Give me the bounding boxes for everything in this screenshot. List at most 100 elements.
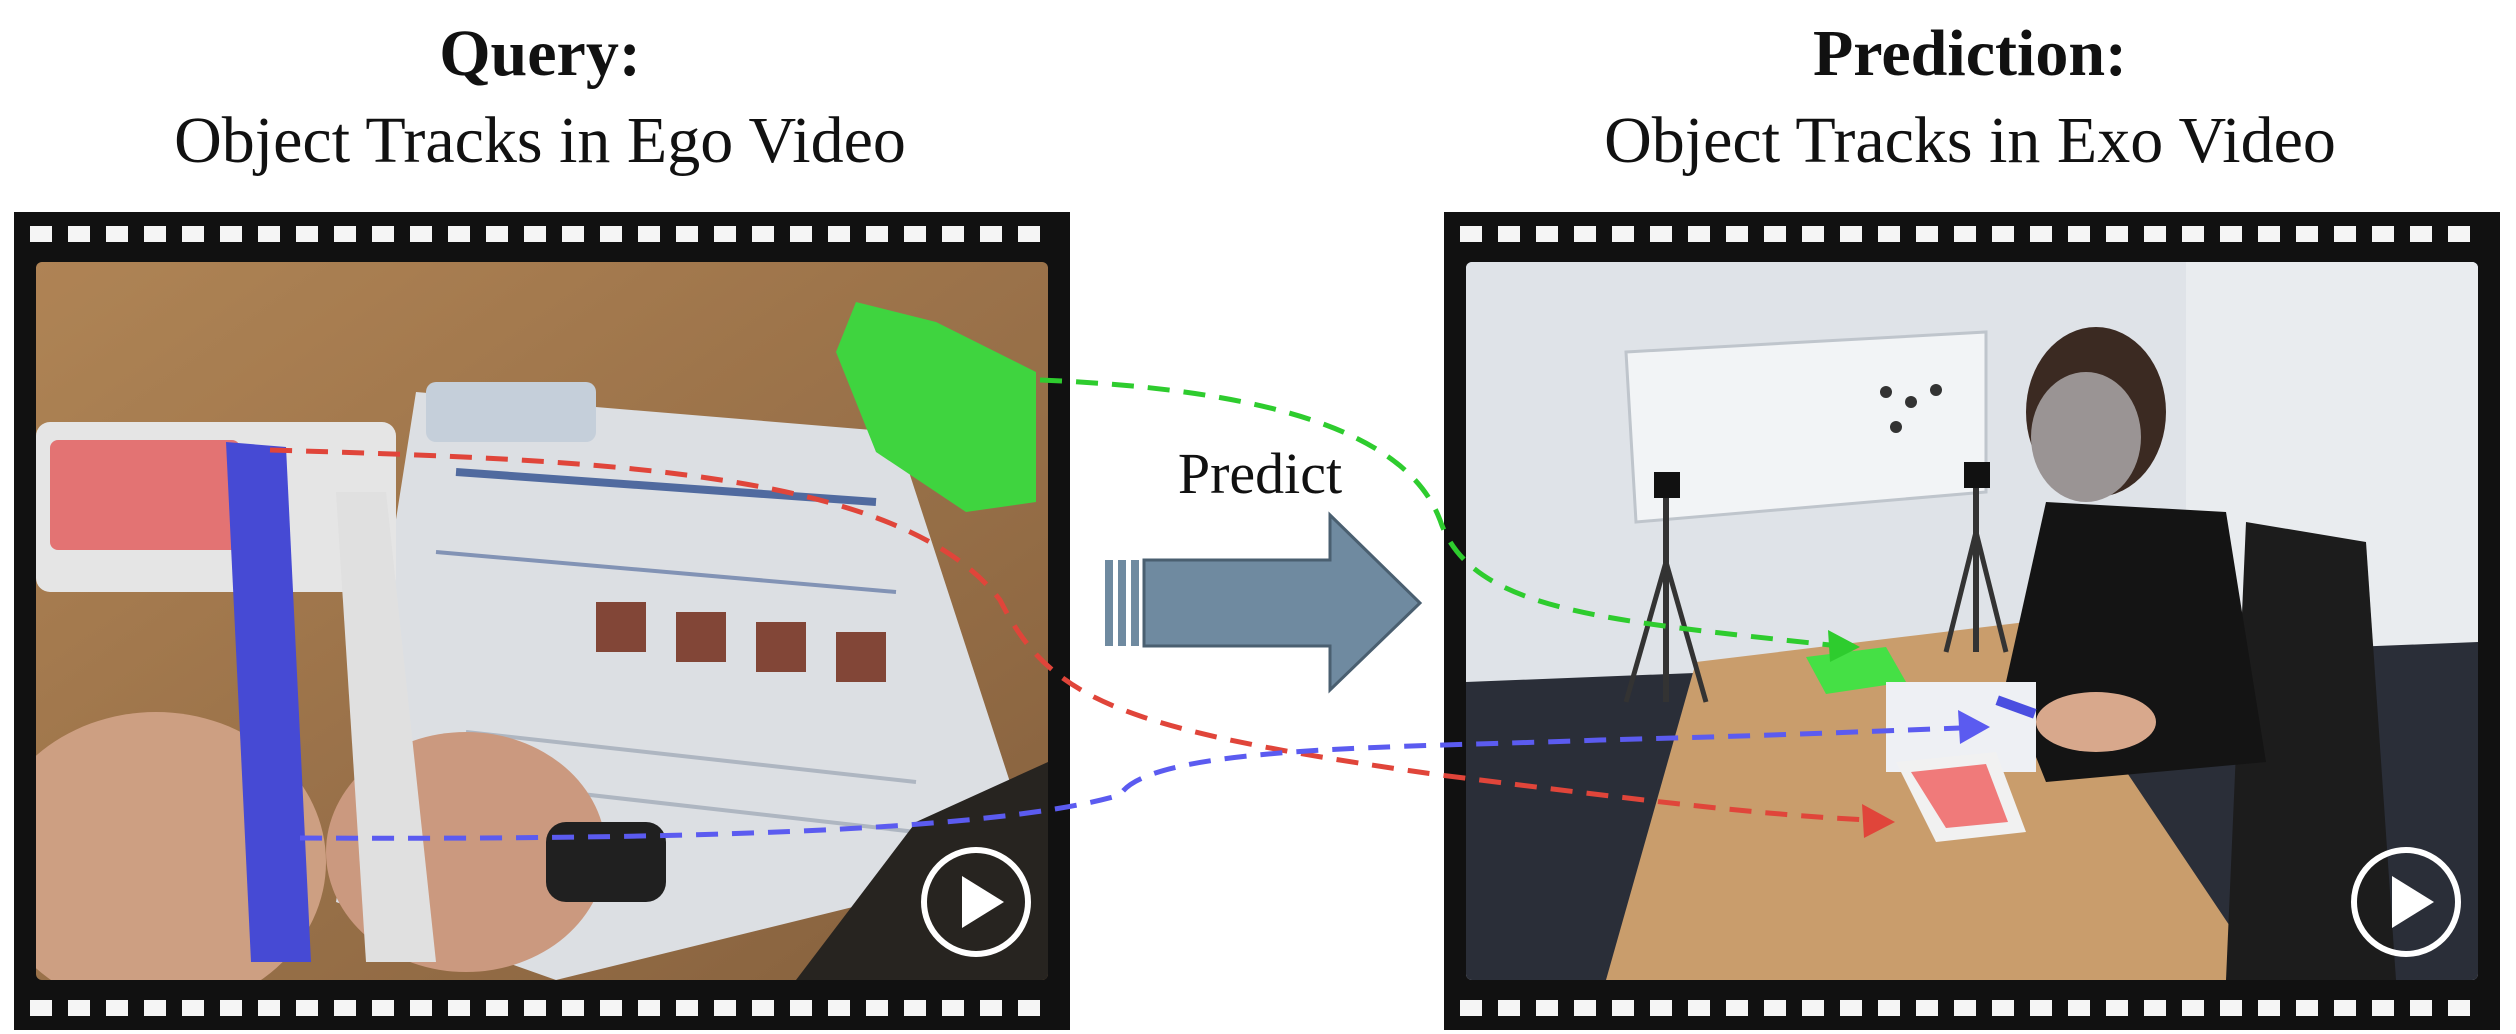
sprocket-hole (2372, 226, 2394, 242)
sprocket-hole (68, 1000, 90, 1016)
query-subtitle: Object Tracks in Ego Video (174, 104, 906, 177)
sprocket-hole (334, 1000, 356, 1016)
sprocket-hole (2296, 226, 2318, 242)
predict-arrow (1105, 511, 1423, 694)
sprocket-hole (2220, 1000, 2242, 1016)
sprocket-hole (942, 1000, 964, 1016)
sprocket-hole (1498, 1000, 1520, 1016)
sprocket-hole (2448, 1000, 2470, 1016)
sprocket-hole (68, 226, 90, 242)
sprocket-hole (1802, 1000, 1824, 1016)
sprocket-hole (1954, 1000, 1976, 1016)
sprocket-hole (2372, 1000, 2394, 1016)
sprocket-hole (866, 226, 888, 242)
film-strip-bottom (30, 1000, 1040, 1016)
predict-label: Predict (1177, 441, 1343, 506)
sprocket-hole (1498, 226, 1520, 242)
sprocket-hole (1726, 1000, 1748, 1016)
film-strip-bottom (1460, 1000, 2470, 1016)
sprocket-hole (296, 1000, 318, 1016)
sprocket-hole (752, 226, 774, 242)
sprocket-hole (942, 226, 964, 242)
sprocket-hole (2258, 1000, 2280, 1016)
sprocket-hole (220, 1000, 242, 1016)
sprocket-hole (1840, 1000, 1862, 1016)
sprocket-hole (334, 226, 356, 242)
sprocket-hole (486, 226, 508, 242)
sprocket-hole (600, 226, 622, 242)
sprocket-hole (1688, 226, 1710, 242)
sprocket-hole (1688, 1000, 1710, 1016)
sprocket-hole (2410, 1000, 2432, 1016)
sprocket-hole (106, 226, 128, 242)
sprocket-hole (1460, 226, 1482, 242)
prediction-subtitle: Object Tracks in Exo Video (1604, 104, 2336, 177)
sprocket-hole (866, 1000, 888, 1016)
sprocket-hole (904, 226, 926, 242)
sprocket-hole (2258, 226, 2280, 242)
sprocket-hole (790, 226, 812, 242)
sprocket-hole (1916, 226, 1938, 242)
sprocket-hole (296, 226, 318, 242)
sprocket-hole (1878, 1000, 1900, 1016)
sprocket-hole (2182, 1000, 2204, 1016)
sprocket-hole (980, 1000, 1002, 1016)
sprocket-hole (2334, 226, 2356, 242)
sprocket-hole (486, 1000, 508, 1016)
sprocket-hole (904, 1000, 926, 1016)
exo-video-image (1466, 262, 2478, 980)
sprocket-hole (980, 226, 1002, 242)
sprocket-hole (258, 1000, 280, 1016)
sprocket-hole (372, 226, 394, 242)
sprocket-hole (30, 226, 52, 242)
sprocket-hole (562, 226, 584, 242)
sprocket-hole (790, 1000, 812, 1016)
query-title: Query: (439, 17, 641, 90)
sprocket-hole (410, 226, 432, 242)
ego-video-frame (14, 212, 1070, 1030)
sprocket-hole (2068, 226, 2090, 242)
sprocket-hole (752, 1000, 774, 1016)
sprocket-hole (1650, 1000, 1672, 1016)
sprocket-hole (1802, 226, 1824, 242)
sprocket-hole (2182, 226, 2204, 242)
sprocket-hole (638, 226, 660, 242)
sprocket-hole (1460, 1000, 1482, 1016)
sprocket-hole (676, 226, 698, 242)
film-strip-top (30, 226, 1040, 242)
sprocket-hole (410, 1000, 432, 1016)
sprocket-hole (2030, 1000, 2052, 1016)
sprocket-hole (1536, 1000, 1558, 1016)
sprocket-hole (1018, 1000, 1040, 1016)
play-icon[interactable] (916, 842, 1036, 962)
sprocket-hole (2448, 226, 2470, 242)
sprocket-hole (1992, 1000, 2014, 1016)
sprocket-hole (828, 1000, 850, 1016)
film-strip-top (1460, 226, 2470, 242)
sprocket-hole (1726, 226, 1748, 242)
sprocket-hole (714, 1000, 736, 1016)
sprocket-hole (828, 226, 850, 242)
sprocket-hole (1840, 226, 1862, 242)
sprocket-hole (676, 1000, 698, 1016)
sprocket-hole (2030, 226, 2052, 242)
sprocket-hole (144, 1000, 166, 1016)
sprocket-hole (1764, 1000, 1786, 1016)
sprocket-hole (1574, 226, 1596, 242)
sprocket-hole (1764, 226, 1786, 242)
sprocket-hole (2144, 1000, 2166, 1016)
play-icon[interactable] (2346, 842, 2466, 962)
ego-video-image (36, 262, 1048, 980)
sprocket-hole (144, 226, 166, 242)
sprocket-hole (524, 226, 546, 242)
sprocket-hole (182, 226, 204, 242)
sprocket-hole (220, 226, 242, 242)
sprocket-hole (524, 1000, 546, 1016)
sprocket-hole (182, 1000, 204, 1016)
sprocket-hole (1574, 1000, 1596, 1016)
sprocket-hole (1916, 1000, 1938, 1016)
sprocket-hole (30, 1000, 52, 1016)
sprocket-hole (714, 226, 736, 242)
sprocket-hole (1612, 226, 1634, 242)
sprocket-hole (448, 1000, 470, 1016)
